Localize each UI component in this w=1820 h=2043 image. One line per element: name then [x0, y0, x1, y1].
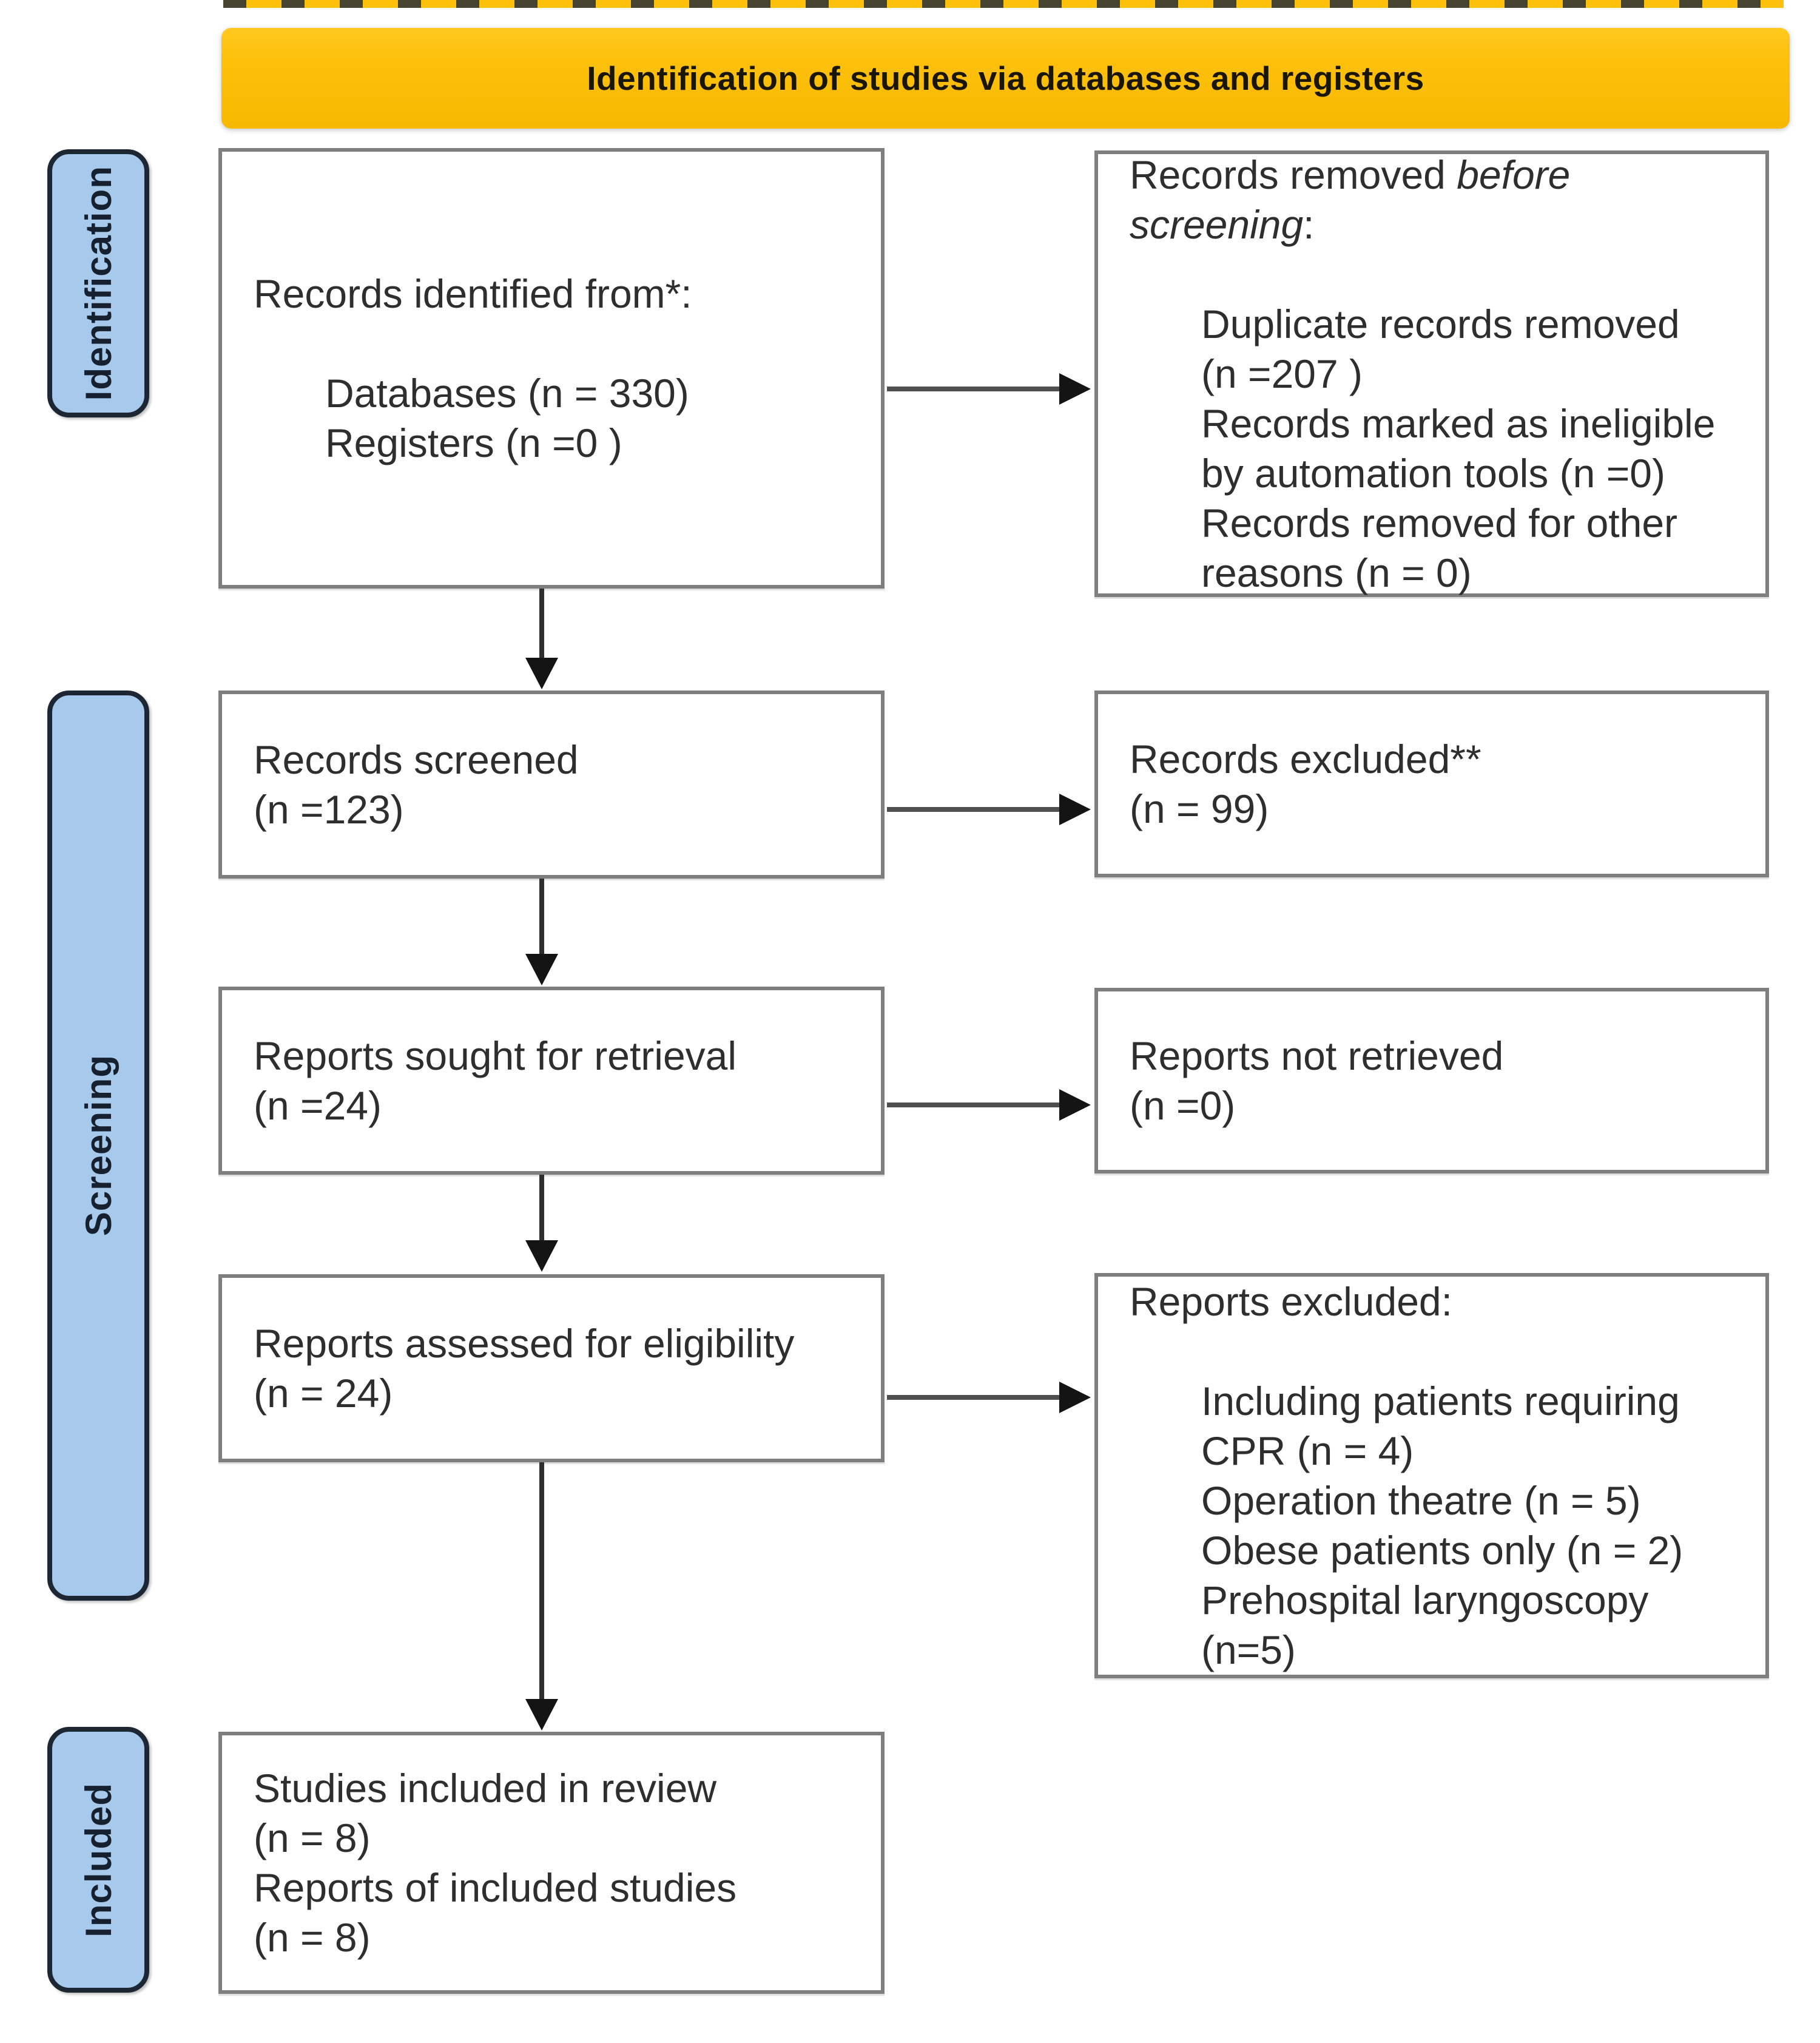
arrow-sought-to-not-retrieved — [887, 1103, 1060, 1107]
arrow-sought-to-assessed — [539, 1175, 544, 1241]
records-removed-title: Records removed before screening: — [1130, 152, 1571, 247]
records-identified-title: Records identified from*: — [254, 271, 692, 316]
sidebar-stage-screening-label: Screening — [78, 1055, 119, 1237]
records-removed-title-italic: before screening — [1130, 152, 1571, 247]
reports-excluded-title: Reports excluded: — [1130, 1279, 1452, 1324]
reports-not-retrieved-text: Reports not retrieved (n =0) — [1130, 1033, 1504, 1128]
box-reports-excluded: Reports excluded: Including patients req… — [1094, 1273, 1769, 1678]
banner-title: Identification of studies via databases … — [587, 59, 1424, 97]
box-records-removed-before-screening: Records removed before screening: Duplic… — [1094, 150, 1769, 597]
box-reports-assessed-for-eligibility: Reports assessed for eligibility (n = 24… — [218, 1274, 885, 1462]
arrow-identified-to-screened — [539, 589, 544, 659]
reports-assessed-text: Reports assessed for eligibility (n = 24… — [254, 1321, 795, 1416]
box-records-identified: Records identified from*: Databases (n =… — [218, 148, 885, 589]
records-screened-text: Records screened (n =123) — [254, 737, 579, 832]
sidebar-stage-included: Included — [47, 1727, 149, 1993]
sidebar-stage-identification-label: Identification — [78, 166, 119, 401]
sidebar-stage-screening: Screening — [47, 691, 149, 1601]
reports-sought-text: Reports sought for retrieval (n =24) — [254, 1033, 737, 1128]
sidebar-stage-identification: Identification — [47, 149, 149, 417]
arrow-assessed-to-included — [539, 1462, 544, 1700]
records-identified-items: Databases (n = 330) Registers (n =0 ) — [325, 371, 689, 465]
box-reports-not-retrieved: Reports not retrieved (n =0) — [1094, 988, 1769, 1173]
arrow-identified-to-removed — [887, 387, 1060, 391]
arrow-screened-to-excluded — [887, 807, 1060, 812]
reports-excluded-items: Including patients requiring CPR (n = 4)… — [1201, 1379, 1684, 1672]
studies-included-text: Studies included in review (n = 8) Repor… — [254, 1766, 737, 1960]
box-records-excluded: Records excluded** (n = 99) — [1094, 691, 1769, 877]
records-removed-items: Duplicate records removed (n =207 ) Reco… — [1201, 302, 1716, 595]
arrow-assessed-to-excluded — [887, 1395, 1060, 1400]
arrow-screened-to-sought — [539, 879, 544, 955]
box-records-screened: Records screened (n =123) — [218, 691, 885, 879]
records-excluded-text: Records excluded** (n = 99) — [1130, 737, 1481, 831]
top-edge-banner-remnant — [223, 0, 1784, 8]
banner: Identification of studies via databases … — [221, 28, 1790, 129]
box-studies-included-in-review: Studies included in review (n = 8) Repor… — [218, 1732, 885, 1994]
box-reports-sought-for-retrieval: Reports sought for retrieval (n =24) — [218, 987, 885, 1175]
sidebar-stage-included-label: Included — [78, 1782, 119, 1937]
